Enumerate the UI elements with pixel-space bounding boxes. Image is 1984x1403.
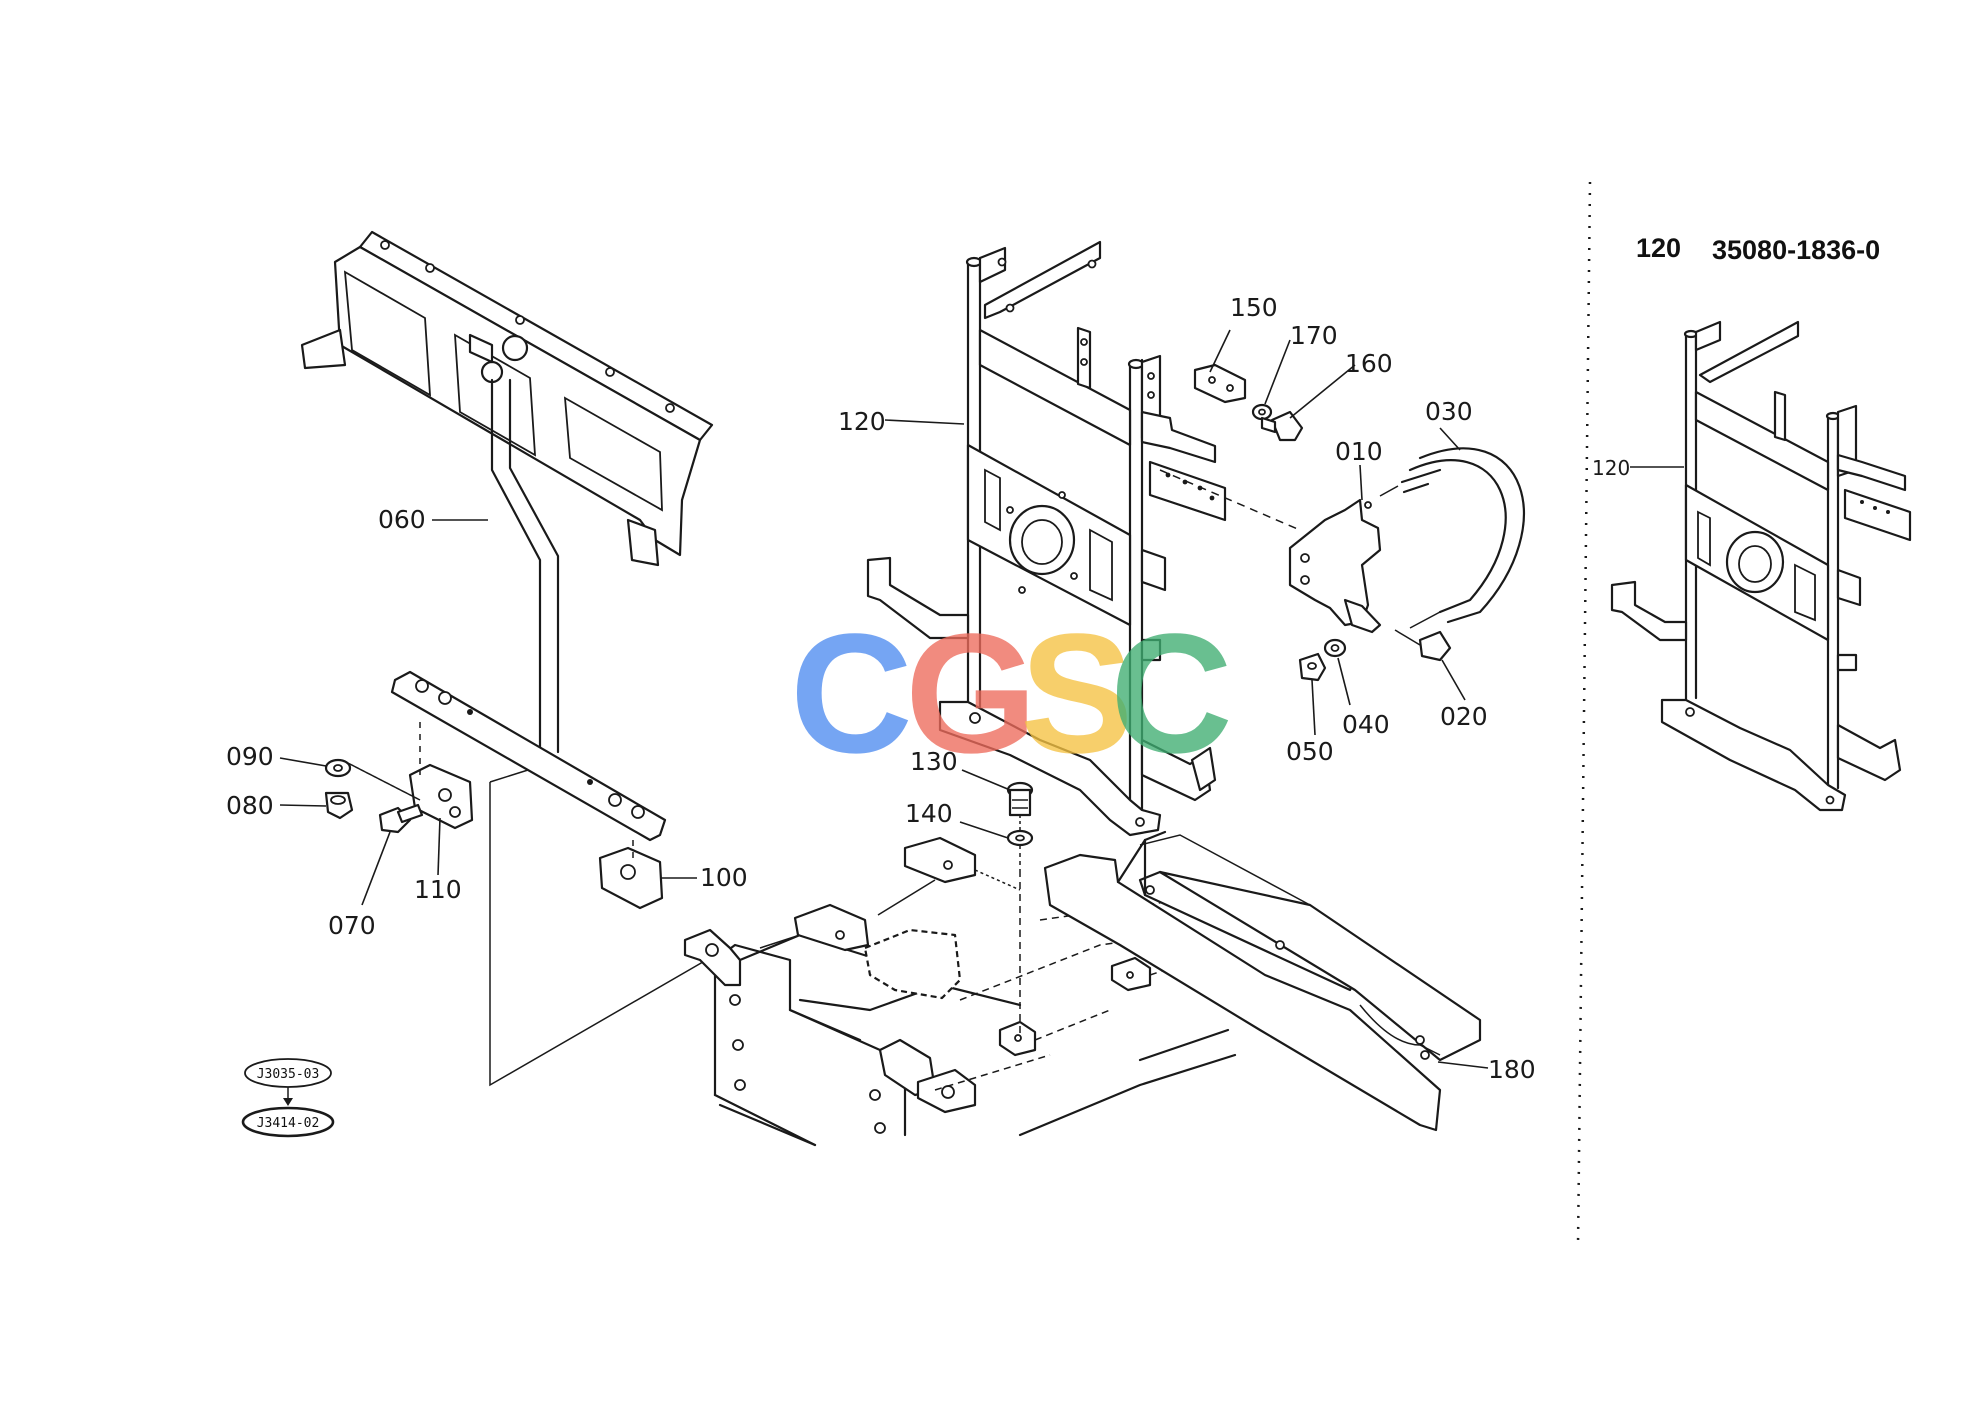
callout-060: 060 <box>378 505 426 534</box>
bolt-070 <box>378 803 424 834</box>
watermark-letter-4: C <box>1110 599 1233 789</box>
stay-rod-060 <box>490 378 560 754</box>
lower-stay-bar <box>390 670 667 842</box>
washer-040 <box>1323 638 1347 658</box>
plate-150 <box>1193 363 1247 404</box>
inset-part-number: 35080-1836-0 <box>1712 235 1880 265</box>
leader-lines <box>279 329 1684 1069</box>
reference-code-upper: J3035-03 <box>257 1067 320 1082</box>
callout-100: 100 <box>700 863 748 892</box>
callout-070: 070 <box>328 911 376 940</box>
callout-180: 180 <box>1488 1055 1536 1084</box>
bolt-160 <box>1260 410 1304 442</box>
callout-120-inset: 120 <box>1592 456 1630 480</box>
nut-050 <box>1298 652 1327 682</box>
callout-080: 080 <box>226 791 274 820</box>
bolt-130 <box>1006 781 1034 817</box>
inset-frame-120 <box>1610 320 1912 812</box>
washer-090 <box>324 758 352 778</box>
watermark-letter-1: C <box>790 599 913 789</box>
upper-panel-bracket <box>300 230 714 567</box>
bolt-020 <box>1394 629 1452 662</box>
inset-divider <box>1576 181 1592 1246</box>
main-frame-120 <box>866 240 1301 837</box>
reference-badge-upper: J3035-03 <box>244 1058 332 1088</box>
washer-170 <box>1251 403 1273 421</box>
callout-130: 130 <box>910 747 958 776</box>
callout-160: 160 <box>1345 349 1393 378</box>
watermark-letter-3: S <box>1020 599 1133 789</box>
band-clamp-030 <box>1379 447 1525 629</box>
nut-080 <box>324 791 354 820</box>
bracket-010 <box>1288 498 1382 634</box>
watermark: C G S C <box>790 599 1233 789</box>
washer-140 <box>1006 829 1034 847</box>
inset-item-number: 120 <box>1636 233 1681 263</box>
reference-code-lower: J3414-02 <box>257 1116 320 1131</box>
assembly-guide-left <box>341 722 716 1087</box>
callout-030: 030 <box>1425 397 1473 426</box>
callout-150: 150 <box>1230 293 1278 322</box>
reference-badge-lower: J3414-02 <box>241 1106 335 1138</box>
watermark-letter-2: G <box>905 599 1037 789</box>
reference-arrowhead <box>283 1098 293 1106</box>
callout-140: 140 <box>905 799 953 828</box>
callout-170: 170 <box>1290 321 1338 350</box>
callout-090: 090 <box>226 742 274 771</box>
clamp-100 <box>598 846 664 910</box>
callout-040: 040 <box>1342 710 1390 739</box>
callout-050: 050 <box>1286 737 1334 766</box>
rail-180 <box>1043 830 1482 1132</box>
callout-120: 120 <box>838 407 886 436</box>
callout-110: 110 <box>414 875 462 904</box>
callout-010: 010 <box>1335 437 1383 466</box>
callout-020: 020 <box>1440 702 1488 731</box>
